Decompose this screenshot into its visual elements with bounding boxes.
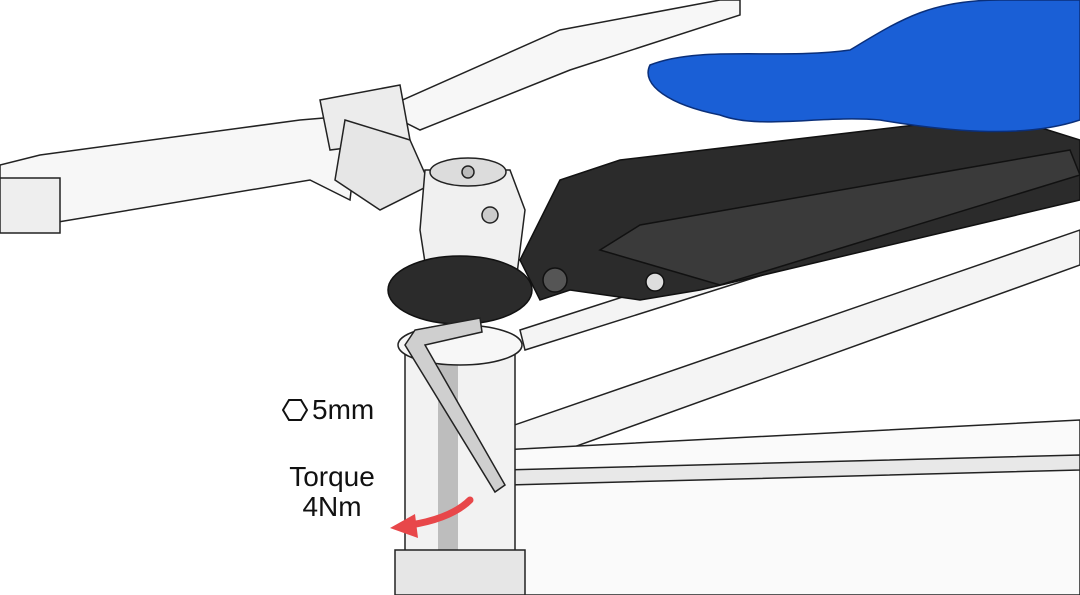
torque-label: Torque 4Nm: [282, 462, 382, 522]
hex-key-icon: [282, 399, 308, 421]
torque-title: Torque: [289, 461, 375, 492]
steering-tube: [394, 324, 526, 595]
tool-size-label: 5mm: [282, 395, 374, 425]
hex-key: [404, 317, 506, 494]
torque-arrow: [390, 496, 474, 538]
seat-arms: [387, 114, 1080, 325]
tool-size: 5mm: [312, 394, 375, 425]
seat: [647, 0, 1080, 133]
torque-value: 4Nm: [302, 491, 362, 522]
